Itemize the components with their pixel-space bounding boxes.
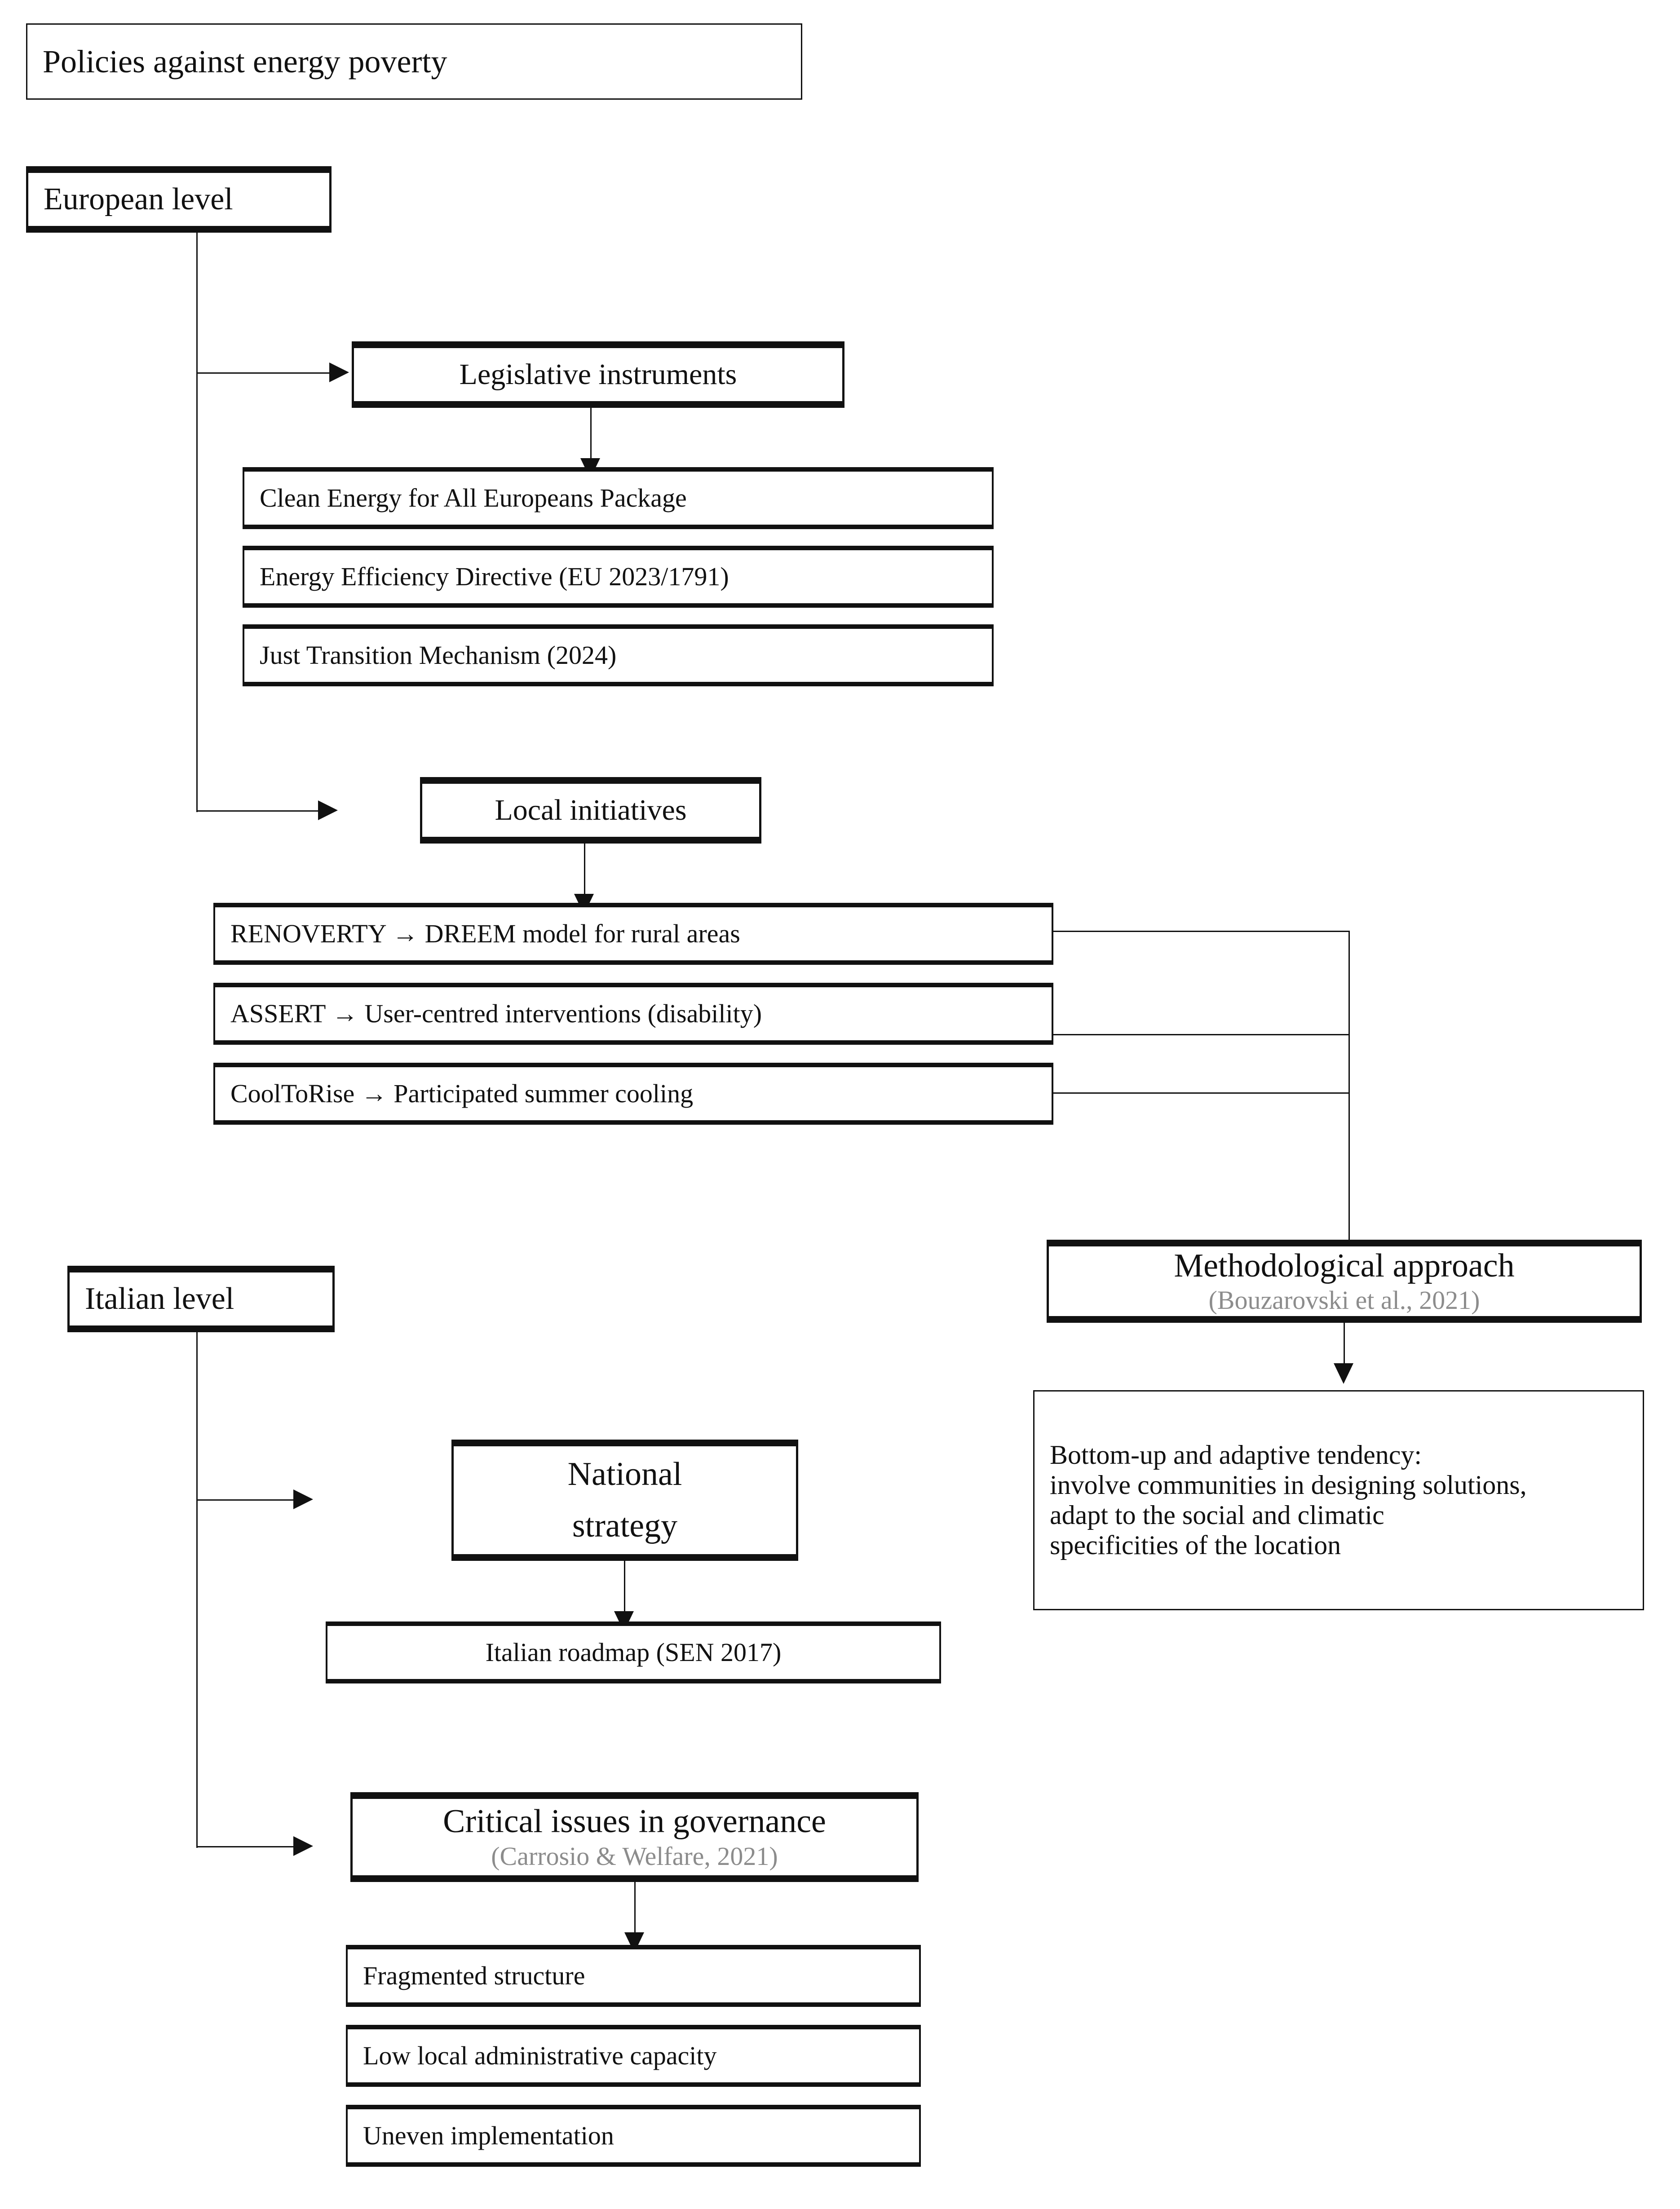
- connector-italian-trunk: [196, 1332, 198, 1848]
- connector-method-riser: [1348, 931, 1350, 1241]
- local-item-label: ASSERT → User-centred interventions (dis…: [230, 998, 762, 1028]
- node-uneven-implementation: Uneven implementation: [346, 2105, 921, 2167]
- node-low-local-administrative-capacity: Low local administrative capacity: [346, 2025, 921, 2087]
- connector-renoverty-to-method: [1053, 931, 1350, 932]
- connector-cooltorise-to-method: [1053, 1092, 1350, 1094]
- connector-italian-to-national-strategy: [196, 1499, 295, 1501]
- legislative-item-label: Clean Energy for All Europeans Package: [260, 483, 687, 512]
- node-european-level: European level: [26, 166, 332, 233]
- connector-local-to-items: [584, 844, 585, 902]
- node-assert: ASSERT → User-centred interventions (dis…: [213, 983, 1053, 1045]
- critical-issues-citation: (Carrosio & Welfare, 2021): [491, 1841, 778, 1871]
- node-critical-issues-in-governance: Critical issues in governance (Carrosio …: [350, 1792, 919, 1882]
- critical-item-label: Uneven implementation: [363, 2121, 614, 2150]
- node-italian-level: Italian level: [67, 1266, 335, 1332]
- node-clean-energy-package: Clean Energy for All Europeans Package: [243, 467, 994, 529]
- national-strategy-label: National strategy: [567, 1456, 682, 1544]
- arrowhead-method-to-detail: [1334, 1363, 1353, 1384]
- methodological-approach-title: Methodological approach: [1174, 1247, 1515, 1284]
- node-policies-against-energy-poverty: Policies against energy poverty: [26, 23, 802, 100]
- node-renoverty: RENOVERTY → DREEM model for rural areas: [213, 903, 1053, 965]
- connector-method-to-detail: [1344, 1323, 1345, 1372]
- local-item-label: CoolToRise → Participated summer cooling: [230, 1078, 694, 1108]
- node-legislative-instruments: Legislative instruments: [352, 341, 844, 408]
- italian-level-label: Italian level: [85, 1281, 234, 1316]
- connector-critical-issues-to-items: [634, 1882, 636, 1940]
- node-italian-roadmap: Italian roadmap (SEN 2017): [326, 1621, 941, 1683]
- node-fragmented-structure: Fragmented structure: [346, 1945, 921, 2007]
- arrowhead-italian-to-critical-issues: [293, 1836, 313, 1856]
- critical-item-label: Low local administrative capacity: [363, 2041, 717, 2070]
- legislative-instruments-label: Legislative instruments: [459, 358, 737, 391]
- arrowhead-italian-to-national-strategy: [293, 1489, 313, 1509]
- italian-roadmap-label: Italian roadmap (SEN 2017): [485, 1637, 782, 1667]
- node-just-transition-mechanism: Just Transition Mechanism (2024): [243, 624, 994, 686]
- local-item-label: RENOVERTY → DREEM model for rural areas: [230, 919, 740, 948]
- node-bottom-up-adaptive-tendency: Bottom-up and adaptive tendency: involve…: [1033, 1390, 1644, 1610]
- connector-european-to-legislative: [196, 372, 331, 374]
- connector-assert-to-method: [1053, 1034, 1350, 1035]
- connector-legislative-to-items: [590, 408, 592, 466]
- connector-italian-to-critical-issues: [196, 1846, 295, 1847]
- connector-european-trunk: [196, 233, 198, 812]
- connector-national-strategy-to-roadmap: [624, 1561, 625, 1619]
- methodological-approach-citation: (Bouzarovski et al., 2021): [1208, 1286, 1480, 1315]
- arrowhead-european-to-legislative: [329, 362, 349, 382]
- european-level-label: European level: [44, 181, 233, 216]
- node-local-initiatives: Local initiatives: [420, 777, 761, 844]
- legislative-item-label: Energy Efficiency Directive (EU 2023/179…: [260, 561, 729, 591]
- critical-item-label: Fragmented structure: [363, 1961, 585, 1990]
- critical-issues-title: Critical issues in governance: [443, 1803, 826, 1840]
- node-cooltorise: CoolToRise → Participated summer cooling: [213, 1063, 1053, 1125]
- local-initiatives-label: Local initiatives: [495, 794, 687, 827]
- node-national-strategy: National strategy: [451, 1440, 798, 1561]
- arrowhead-european-to-local: [318, 800, 338, 820]
- legislative-item-label: Just Transition Mechanism (2024): [260, 640, 617, 670]
- bottom-up-detail-text: Bottom-up and adaptive tendency: involve…: [1050, 1440, 1527, 1560]
- node-title-label: Policies against energy poverty: [43, 43, 447, 80]
- node-methodological-approach: Methodological approach (Bouzarovski et …: [1047, 1240, 1642, 1323]
- connector-european-to-local: [196, 810, 320, 812]
- node-energy-efficiency-directive: Energy Efficiency Directive (EU 2023/179…: [243, 546, 994, 608]
